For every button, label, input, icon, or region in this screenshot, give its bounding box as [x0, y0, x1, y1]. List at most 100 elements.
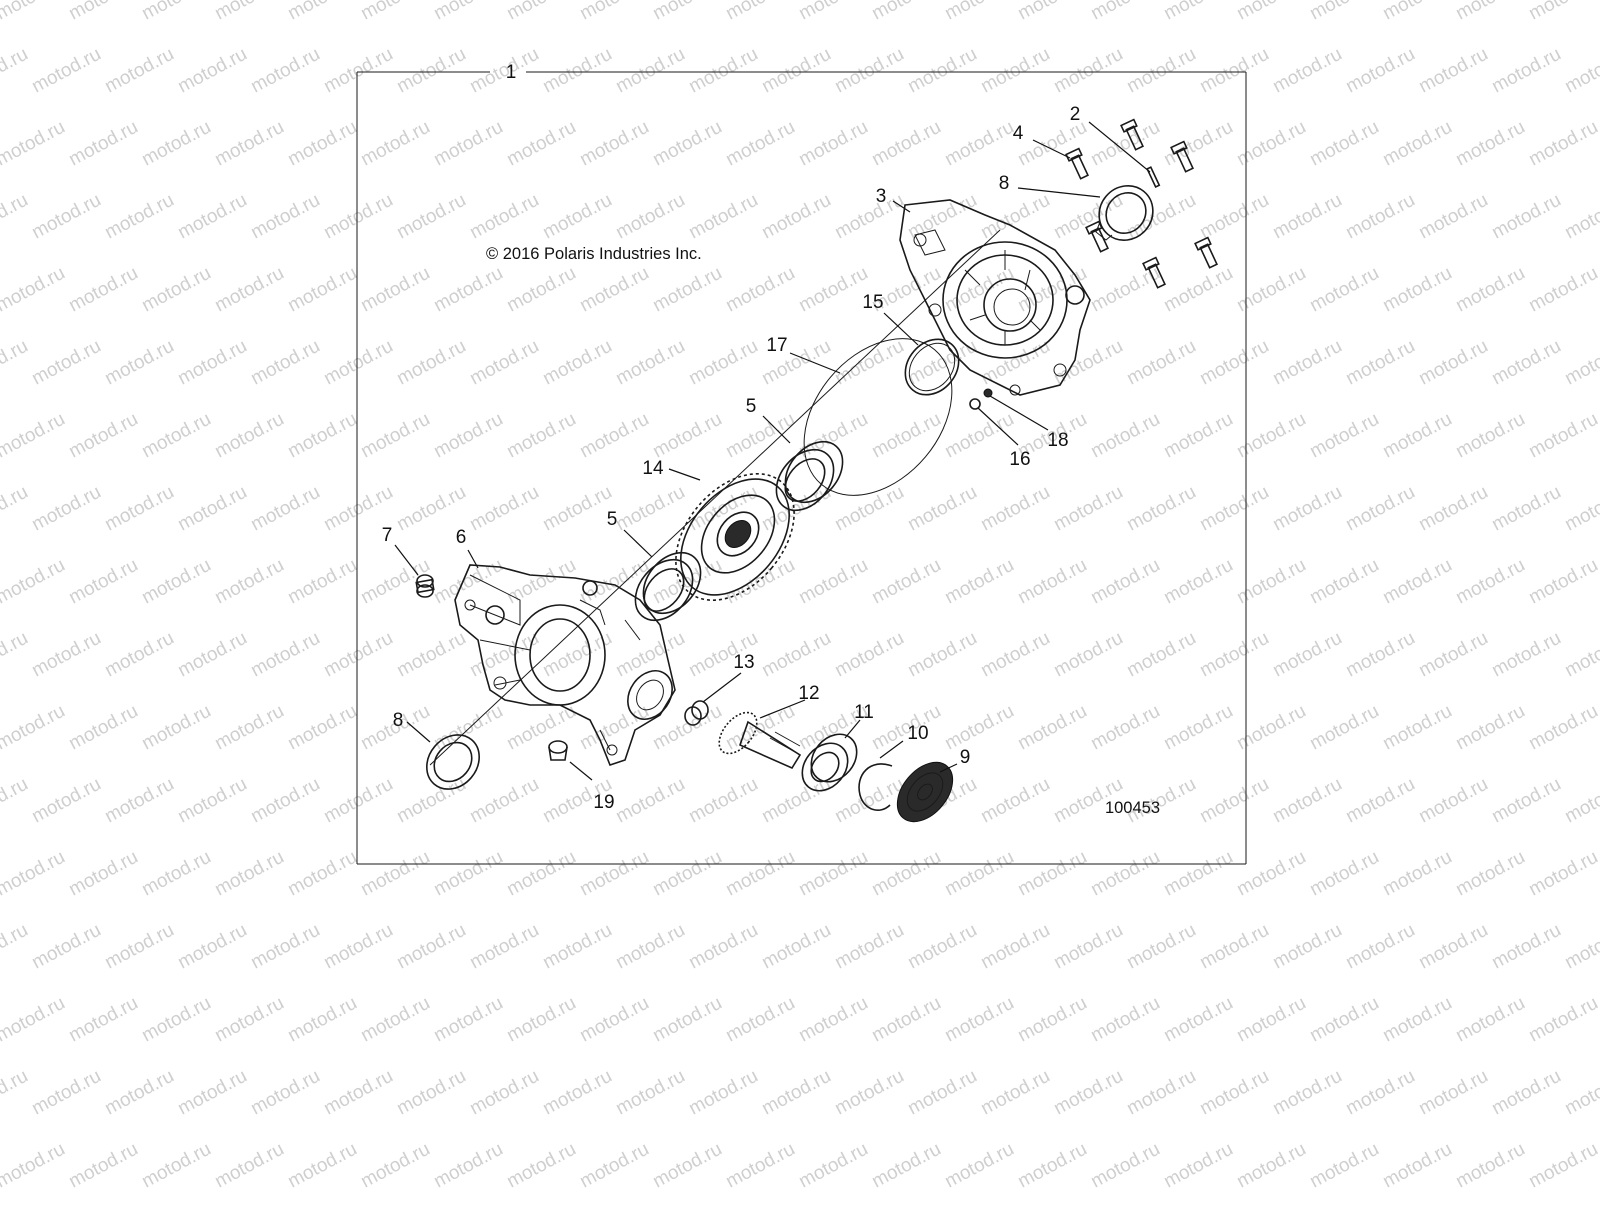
watermark-text: motod.ru [831, 336, 907, 390]
watermark-text: motod.ru [1488, 44, 1564, 98]
watermark-text: motod.ru [101, 920, 177, 974]
watermark-text: motod.ru [941, 847, 1017, 901]
watermark-text: motod.ru [758, 628, 834, 682]
watermark-text: motod.ru [65, 555, 141, 609]
watermark-text: motod.ru [722, 555, 798, 609]
watermark-text: motod.ru [174, 336, 250, 390]
plug-small-part-18 [983, 388, 993, 398]
watermark-text: motod.ru [1561, 482, 1600, 536]
watermark-text: motod.ru [357, 117, 433, 171]
watermark-text: motod.ru [393, 190, 469, 244]
watermark-text: motod.ru [1488, 920, 1564, 974]
flange-seal-part [896, 761, 954, 823]
watermark-text: motod.ru [1269, 920, 1345, 974]
watermark-text: motod.ru [0, 1139, 69, 1193]
watermark-text: motod.ru [466, 920, 542, 974]
watermark-text: motod.ru [612, 336, 688, 390]
pinion-shaft-part [718, 711, 802, 770]
watermark-text: motod.ru [28, 44, 104, 98]
watermark-text: motod.ru [1233, 993, 1309, 1047]
watermark-text: motod.ru [1379, 993, 1455, 1047]
watermark-text: motod.ru [941, 993, 1017, 1047]
watermark-text: motod.ru [0, 190, 32, 244]
watermark-text: motod.ru [1087, 0, 1163, 24]
watermark-text: motod.ru [1160, 409, 1236, 463]
watermark-text: motod.ru [65, 117, 141, 171]
watermark-text: motod.ru [795, 409, 871, 463]
watermark-text: motod.ru [65, 263, 141, 317]
watermark-text: motod.ru [1160, 263, 1236, 317]
watermark-text: motod.ru [649, 263, 725, 317]
watermark-text: motod.ru [138, 993, 214, 1047]
watermark-text: motod.ru [1379, 1139, 1455, 1193]
watermark-text: motod.ru [649, 117, 725, 171]
leader-lines [394, 121, 1151, 781]
watermark-text: motod.ru [1452, 263, 1528, 317]
watermark-text: motod.ru [1269, 628, 1345, 682]
watermark-text: motod.ru [1196, 1066, 1272, 1120]
watermark-text: motod.ru [977, 920, 1053, 974]
watermark-text: motod.ru [1561, 336, 1600, 390]
watermark-text: motod.ru [138, 0, 214, 24]
watermark-text: motod.ru [1342, 190, 1418, 244]
watermark-text: motod.ru [247, 774, 323, 828]
watermark-text: motod.ru [868, 993, 944, 1047]
watermark-text: motod.ru [831, 44, 907, 98]
watermark-text: motod.ru [1452, 409, 1528, 463]
watermark-text: motod.ru [1415, 44, 1491, 98]
watermark-text: motod.ru [1196, 336, 1272, 390]
watermark-text: motod.ru [0, 482, 32, 536]
watermark-text: motod.ru [503, 0, 579, 24]
watermark-text: motod.ru [174, 628, 250, 682]
watermark-text: motod.ru [357, 847, 433, 901]
watermark-text: motod.ru [1087, 409, 1163, 463]
watermark-text: motod.ru [1050, 1066, 1126, 1120]
watermark-text: motod.ru [831, 482, 907, 536]
watermark-text: motod.ru [795, 1139, 871, 1193]
watermark-text: motod.ru [320, 190, 396, 244]
watermark-text: motod.ru [1342, 774, 1418, 828]
watermark-text: motod.ru [795, 993, 871, 1047]
watermark-text: motod.ru [65, 409, 141, 463]
callout-label: 18 [1047, 430, 1068, 451]
watermark-text: motod.ru [1379, 701, 1455, 755]
watermark-text: motod.ru [393, 628, 469, 682]
watermark-text: motod.ru [539, 920, 615, 974]
watermark-text: motod.ru [503, 847, 579, 901]
watermark-text: motod.ru [138, 117, 214, 171]
watermark-text: motod.ru [1050, 482, 1126, 536]
watermark-text: motod.ru [722, 0, 798, 24]
watermark-text: motod.ru [320, 628, 396, 682]
assembly-number: 1 [506, 62, 517, 83]
watermark-text: motod.ru [1160, 993, 1236, 1047]
watermark-text: motod.ru [211, 117, 287, 171]
watermark-text: motod.ru [174, 920, 250, 974]
seal-bottom-part [426, 734, 480, 790]
ring-gear-part [675, 473, 795, 601]
watermark-text: motod.ru [466, 44, 542, 98]
watermark-text: motod.ru [1306, 263, 1382, 317]
watermark-text: motod.ru [758, 482, 834, 536]
watermark-text: motod.ru [1014, 555, 1090, 609]
bearing-lower-part [634, 551, 702, 622]
watermark-text: motod.ru [101, 190, 177, 244]
watermark-text: motod.ru [576, 117, 652, 171]
copyright-notice: © 2016 Polaris Industries Inc. [486, 245, 702, 263]
watermark-text: motod.ru [503, 1139, 579, 1193]
watermark-text: motod.ru [868, 117, 944, 171]
watermark-text: motod.ru [1415, 482, 1491, 536]
watermark-text: motod.ru [1233, 409, 1309, 463]
watermark-text: motod.ru [1415, 336, 1491, 390]
watermark-text: motod.ru [174, 44, 250, 98]
watermark-text: motod.ru [612, 920, 688, 974]
watermark-text: motod.ru [503, 409, 579, 463]
watermark-text: motod.ru [211, 1139, 287, 1193]
watermark-text: motod.ru [1342, 482, 1418, 536]
watermark-text: motod.ru [466, 482, 542, 536]
watermark-text: motod.ru [1415, 628, 1491, 682]
watermark-text: motod.ru [1306, 555, 1382, 609]
watermark-text: motod.ru [1050, 44, 1126, 98]
watermark-text: motod.ru [1269, 190, 1345, 244]
watermark-text: motod.ru [941, 117, 1017, 171]
watermark-text: motod.ru [1123, 628, 1199, 682]
